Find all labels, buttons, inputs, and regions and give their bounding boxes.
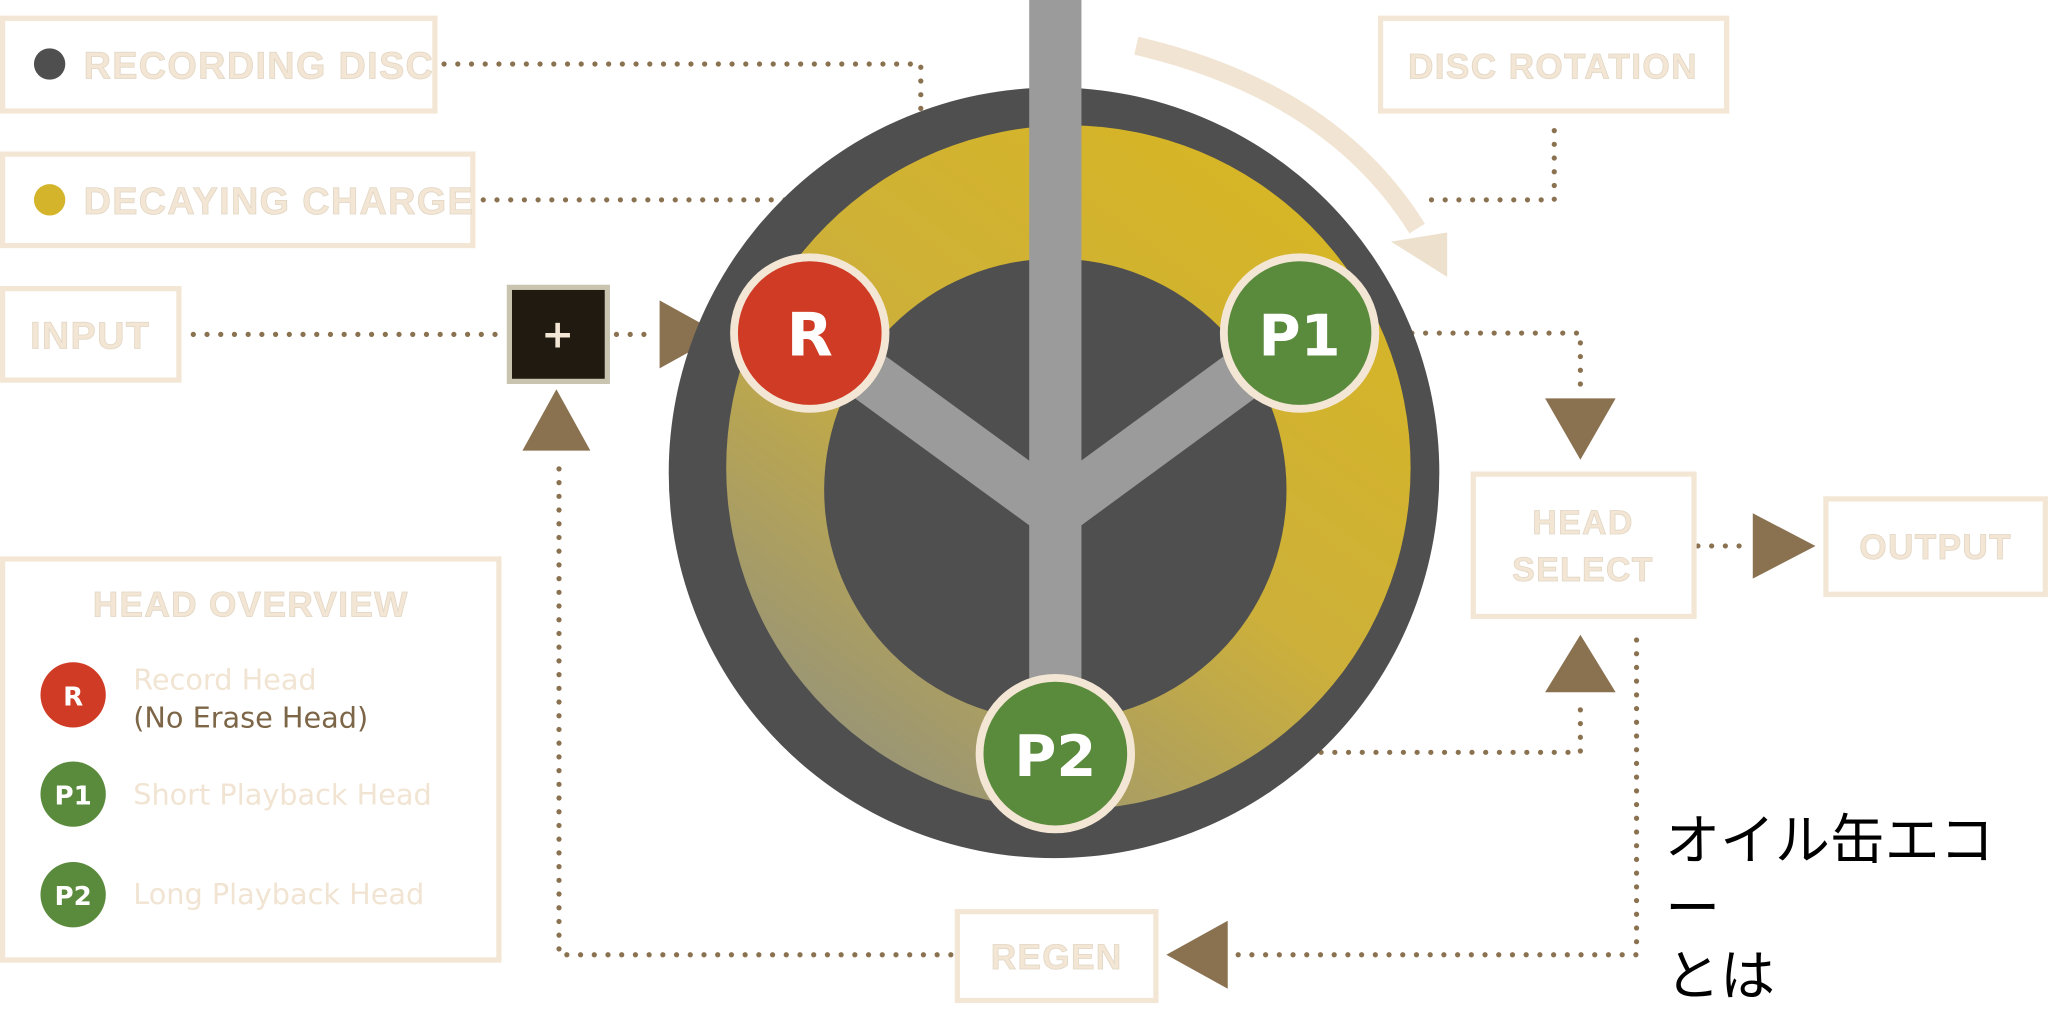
svg-text:(No Erase Head): (No Erase Head) (133, 700, 368, 734)
regen-node: REGEN (954, 909, 1159, 1004)
svg-text:DISC ROTATION: DISC ROTATION (1408, 47, 1698, 86)
connector-lines (190, 61, 1751, 958)
mixer-node: + (506, 284, 610, 384)
svg-text:RECORDING DISC: RECORDING DISC (84, 45, 435, 87)
arrow-into-mixer (522, 389, 591, 451)
head-overview-panel: HEAD OVERVIEW R Record Head (No Erase He… (0, 556, 502, 963)
disc-color-dot-icon (33, 48, 66, 80)
svg-text:Record Head: Record Head (133, 663, 316, 697)
record-head: R (730, 253, 890, 413)
disc-rotation-label: DISC ROTATION (1377, 15, 1730, 114)
svg-text:HEAD OVERVIEW: HEAD OVERVIEW (93, 585, 409, 624)
svg-text:+: + (541, 312, 574, 357)
short-playback-head: P1 (1219, 253, 1380, 413)
svg-text:SELECT: SELECT (1512, 551, 1654, 589)
svg-text:R: R (63, 682, 83, 712)
svg-text:P1: P1 (1259, 302, 1341, 369)
arrow-into-record-head (659, 300, 721, 369)
legend-decaying-charge: DECAYING CHARGE (0, 151, 476, 249)
output-node: OUTPUT (1823, 496, 2048, 597)
svg-text:Long Playback Head: Long Playback Head (133, 877, 424, 911)
arrow-to-regen (1166, 920, 1228, 989)
svg-text:OUTPUT: OUTPUT (1859, 528, 2012, 567)
svg-text:P1: P1 (54, 782, 91, 812)
arrow-to-output (1752, 513, 1816, 579)
disc-rotation-arrow-icon (1134, 36, 1448, 277)
svg-text:INPUT: INPUT (30, 316, 150, 358)
svg-text:DECAYING CHARGE: DECAYING CHARGE (84, 181, 475, 223)
charge-color-dot-icon (33, 184, 66, 216)
svg-text:R: R (787, 300, 833, 370)
arrow-into-head-select-bottom (1545, 634, 1616, 693)
overview-item-long-playback: P2 Long Playback Head (40, 862, 424, 928)
overview-item-short-playback: P1 Short Playback Head (40, 761, 432, 827)
legend-recording-disc: RECORDING DISC (0, 15, 438, 114)
caption: オイル缶エコー とは (1665, 807, 2048, 1011)
arrow-into-head-select-top (1545, 398, 1616, 460)
caption-line-1: オイル缶エコー (1665, 808, 1995, 941)
input-node: INPUT (0, 286, 182, 383)
svg-text:HEAD: HEAD (1532, 504, 1633, 542)
svg-text:Short Playback Head: Short Playback Head (133, 778, 432, 812)
caption-line-2: とは (1665, 944, 1776, 1009)
long-playback-head: P2 (975, 673, 1136, 834)
svg-text:P2: P2 (1014, 723, 1096, 790)
svg-text:P2: P2 (54, 882, 91, 912)
head-select-node: HEAD SELECT (1470, 471, 1697, 620)
svg-text:REGEN: REGEN (991, 938, 1123, 977)
overview-item-record: R Record Head (No Erase Head) (40, 662, 368, 734)
